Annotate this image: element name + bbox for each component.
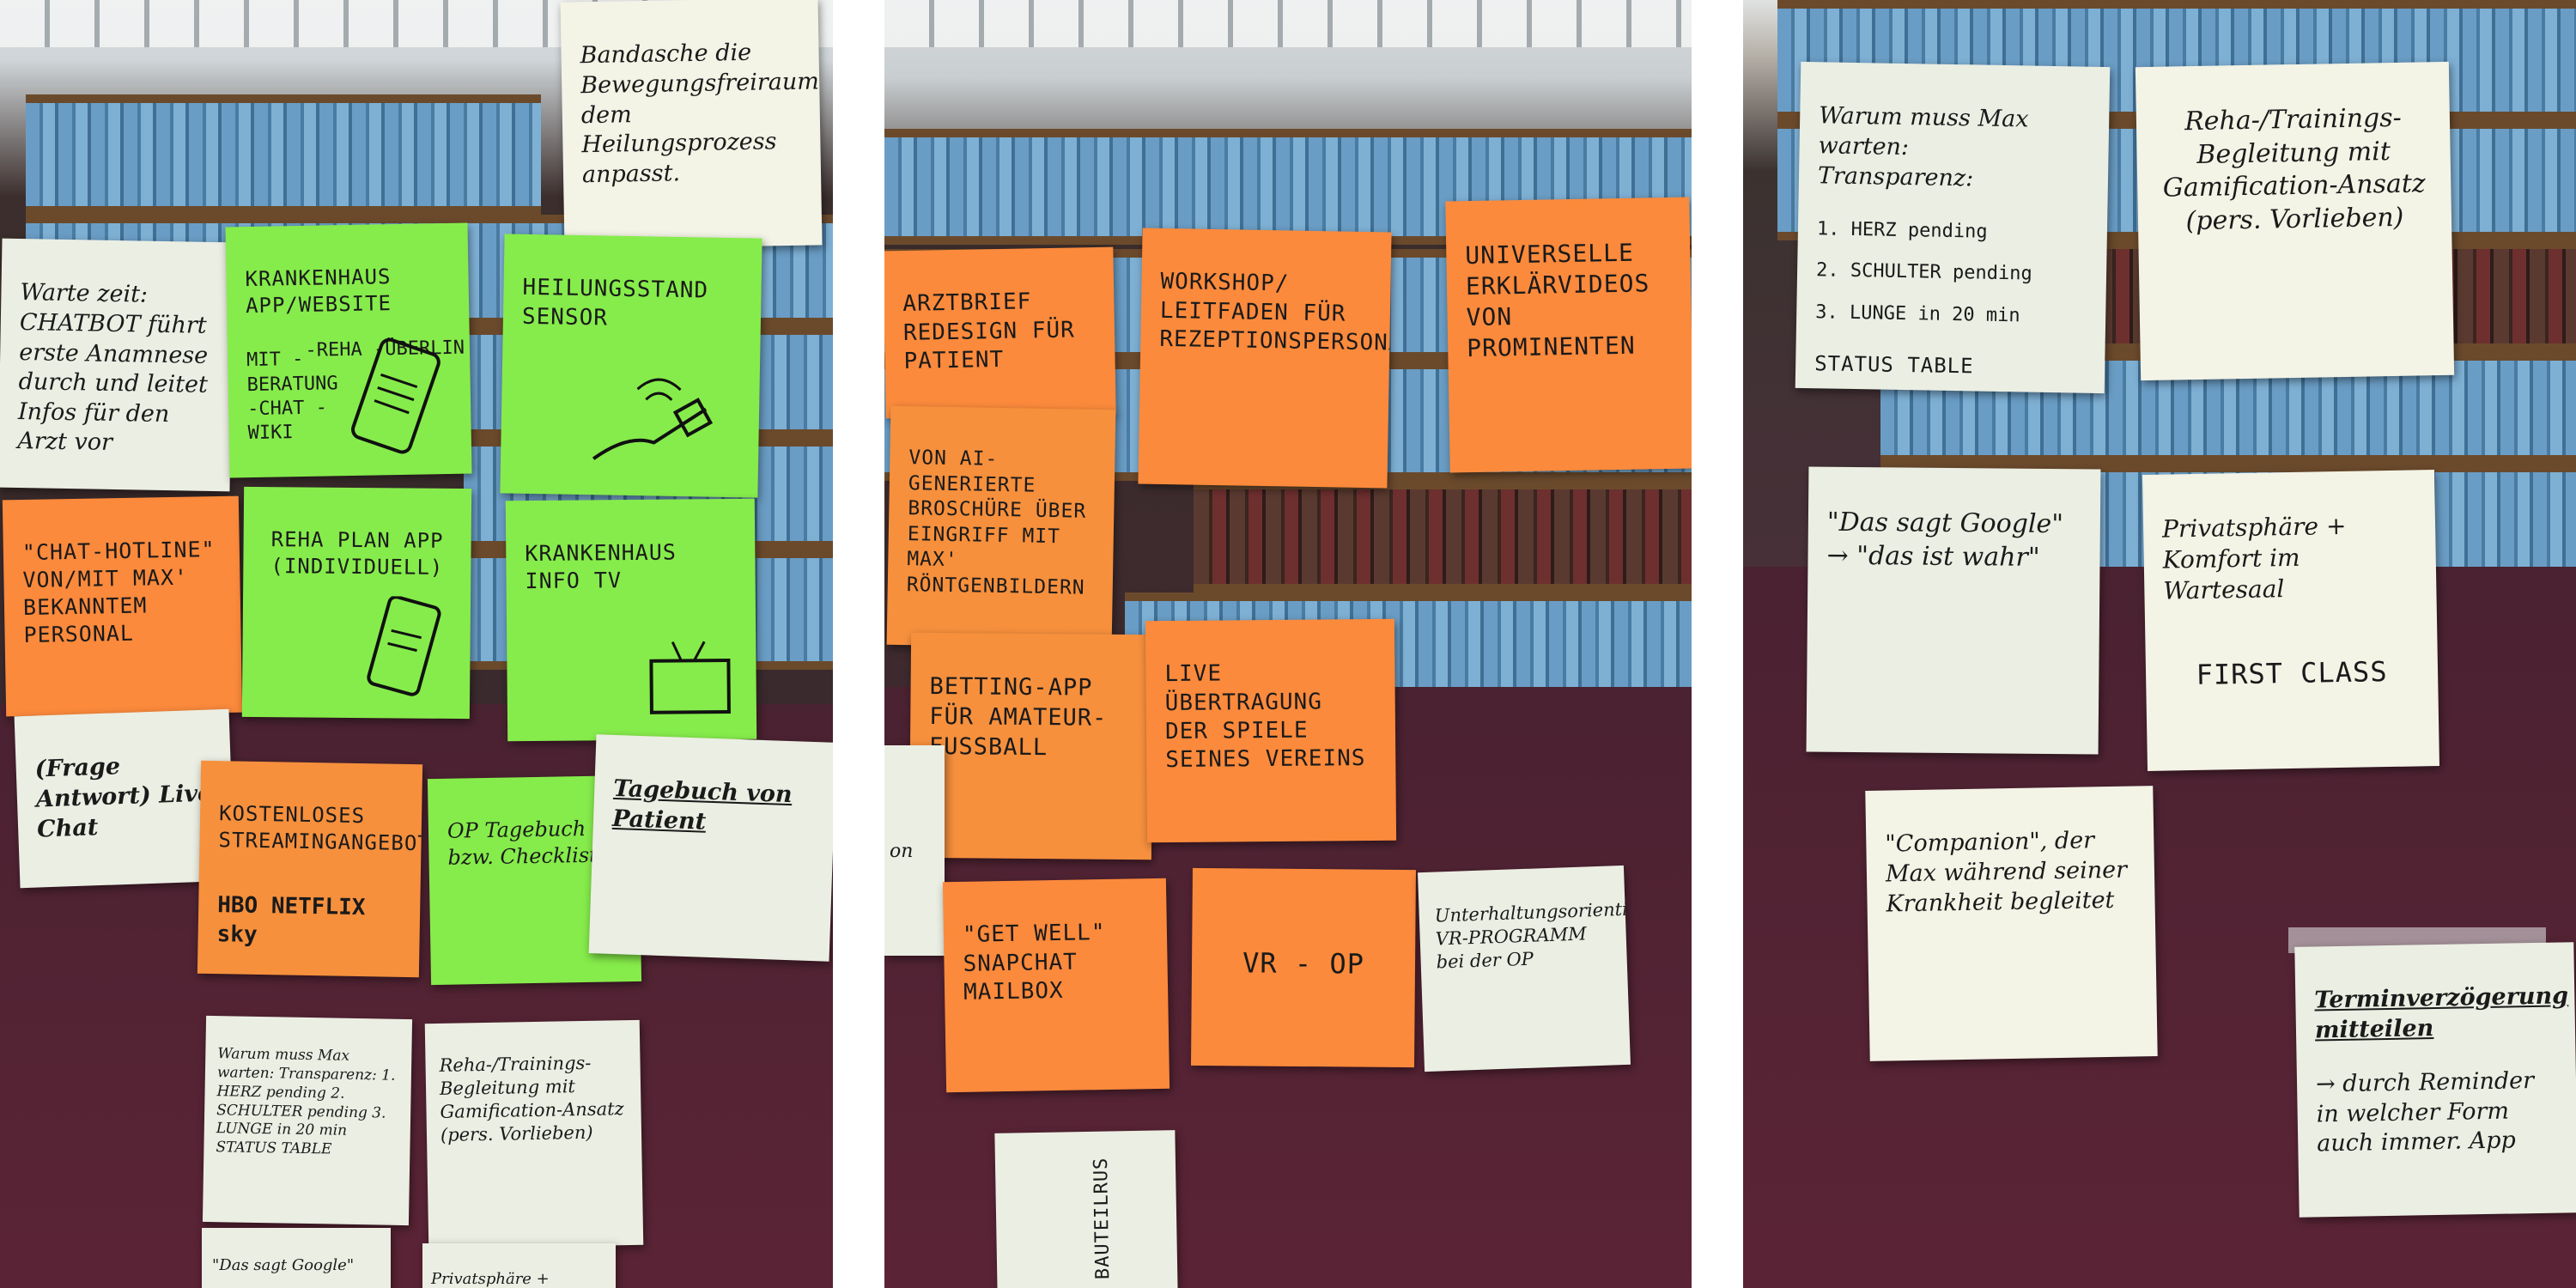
sticky-note-reha-training: Reha-/Trainings-Begleitung mit Gamificat… <box>2135 61 2455 381</box>
sticky-note-streaming: KOSTENLOSES STREAMINGANGEBOT HBO NETFLIX… <box>197 760 423 978</box>
arm-sensor-sketch-icon <box>592 378 714 460</box>
sticky-note-workshop: WORKSHOP/ LEITFADEN FÜR REZEPTIONSPERSON… <box>1138 228 1392 489</box>
note-text: Bandasche die Bewegungsfreiraum dem Heil… <box>580 39 820 188</box>
note-text: BETTING-APP FÜR AMATEUR-FUSSBALL <box>928 673 1108 761</box>
note-text: Warum muss Max warten: Transparenz: 1. H… <box>216 1045 396 1158</box>
note-text: Reha-/Trainings-Begleitung mit Gamificat… <box>2162 103 2427 236</box>
note-text: "GET WELL" SNAPCHAT MAILBOX <box>962 920 1106 1005</box>
note-text: → durch Reminder in welcher Form auch im… <box>2315 1067 2535 1157</box>
note-text: KRANKENHAUS APP/WEBSITE <box>245 264 392 319</box>
note-text: WORKSHOP/ LEITFADEN FÜR REZEPTIONSPERSON… <box>1159 269 1392 357</box>
sticky-note-privatsphaere-small: Privatsphäre + Komfort <box>422 1243 616 1288</box>
window-blinds <box>884 0 1692 47</box>
sticky-note-reha-plan: REHA PLAN APP (INDIVIDUELL) <box>241 486 472 720</box>
sticky-note-betting: BETTING-APP FÜR AMATEUR-FUSSBALL <box>908 632 1154 860</box>
photo-panel-middle: ARZTBRIEF REDESIGN FÜR PATIENT WORKSHOP/… <box>884 0 1692 1288</box>
sticky-note-heilungsstand: HEILUNGSSTAND SENSOR <box>500 234 762 498</box>
note-text: Warum muss Max warten: Transparenz: <box>1817 102 2029 191</box>
note-text: LIVE ÜBERTRAGUNG DER SPIELE SEINES VEREI… <box>1164 660 1366 774</box>
note-text: "Companion", der Max während seiner Kran… <box>1885 827 2128 918</box>
sticky-note-partial: on <box>884 745 945 956</box>
sticky-note-live-uebertragung: LIVE ÜBERTRAGUNG DER SPIELE SEINES VEREI… <box>1145 618 1397 843</box>
note-text: HBO NETFLIX sky <box>216 892 366 948</box>
note-text: "Das sagt Google" → "das ist wahr" <box>1826 507 2064 573</box>
sticky-note-status-table-small: Warum muss Max warten: Transparenz: 1. H… <box>202 1015 413 1226</box>
sticky-note-reha-training-small: Reha-/Trainings-Begleitung mit Gamificat… <box>424 1019 644 1249</box>
status-table-label: STATUS TABLE <box>1814 351 1974 379</box>
note-text: "Das sagt Google" <box>212 1256 355 1275</box>
sticky-note-vr-programm: Unterhaltungsorientiertes VR-PROGRAMM be… <box>1418 865 1631 1072</box>
note-text: on <box>890 841 914 863</box>
status-row: 2. SCHULTER pending <box>1815 259 2032 285</box>
note-text: FIRST CLASS <box>2196 655 2388 692</box>
note-text: Warte zeit: CHATBOT führt erste Anamnese… <box>17 279 209 457</box>
photo-panel-left: Bandasche die Bewegungsfreiraum dem Heil… <box>0 0 833 1288</box>
note-text: VR - OP <box>1242 946 1365 981</box>
sticky-note-krankenhaus-info-tv: KRANKENHAUS INFO TV <box>505 498 757 742</box>
note-text: KRANKENHAUS INFO TV <box>525 540 677 594</box>
note-text: Unterhaltungsorientiertes VR-PROGRAMM be… <box>1434 897 1631 973</box>
sticky-note-krankenhaus-app: KRANKENHAUS APP/WEBSITE MIT -BERATUNG -C… <box>225 222 472 478</box>
sticky-note-google: "Das sagt Google" → "das ist wahr" <box>1806 466 2101 755</box>
note-text: VON AI-GENERIERTE BROSCHÜRE ÜBER EINGRIF… <box>906 447 1087 599</box>
smartphone-sketch-icon <box>351 337 440 454</box>
sticky-note-erklaervideos: UNIVERSELLE ERKLÄRVIDEOS VON PROMINENTEN <box>1445 197 1692 473</box>
sticky-note-companion: "Companion", der Max während seiner Kran… <box>1865 786 2158 1061</box>
note-text: REHA PLAN APP (INDIVIDUELL) <box>270 527 444 580</box>
sticky-note-arztbrief: ARZTBRIEF REDESIGN FÜR PATIENT <box>884 246 1116 419</box>
sticky-note-wartezeit: Warte zeit: CHATBOT führt erste Anamnese… <box>0 238 234 492</box>
sticky-note-status-table: Warum muss Max warten: Transparenz: 1. H… <box>1795 61 2111 394</box>
note-text: KOSTENLOSES STREAMINGANGEBOT <box>218 801 423 856</box>
sticky-note-terminverzoegerung: Terminverzögerung mitteilen → durch Remi… <box>2294 942 2576 1218</box>
note-text: Privatsphäre + Komfort <box>431 1270 550 1288</box>
note-text: (Frage Antwort) Live Chat <box>34 753 213 843</box>
sticky-note-google-small: "Das sagt Google" <box>202 1228 391 1288</box>
tv-sketch-icon <box>649 641 731 714</box>
note-text: ARZTBRIEF REDESIGN FÜR PATIENT <box>902 289 1076 374</box>
status-row: 3. LUNGE in 20 min <box>1815 301 2020 327</box>
sticky-note-ai-broschuere: VON AI-GENERIERTE BROSCHÜRE ÜBER EINGRIF… <box>886 405 1116 649</box>
sticky-note-get-well: "GET WELL" SNAPCHAT MAILBOX <box>942 878 1170 1093</box>
note-text: Tagebuch von Patient <box>611 775 793 835</box>
phone-sketch-icon <box>367 596 441 696</box>
sticky-note-privatsphaere: Privatsphäre + Komfort im Wartesaal FIRS… <box>2142 470 2439 771</box>
sticky-note-tagebuch: Tagebuch von Patient <box>588 734 833 962</box>
sticky-note-vr-op: VR - OP <box>1191 867 1416 1068</box>
note-text: BAUTEILRUS <box>1090 1157 1115 1280</box>
sticky-note-bauteil: BAUTEILRUS <box>994 1130 1178 1288</box>
bookshelf-row <box>1194 481 1692 592</box>
photo-panel-right: Warum muss Max warten: Transparenz: 1. H… <box>1743 0 2576 1288</box>
note-text: Reha-/Trainings-Begleitung mit Gamificat… <box>439 1053 624 1145</box>
note-text: HEILUNGSSTAND SENSOR <box>521 275 709 331</box>
note-text: Terminverzögerung mitteilen <box>2314 982 2569 1044</box>
sticky-note-chat-hotline: "CHAT-HOTLINE" VON/MIT MAX' BEKANNTEM PE… <box>2 495 243 717</box>
note-text: UNIVERSELLE ERKLÄRVIDEOS VON PROMINENTEN <box>1465 239 1650 363</box>
note-text: Privatsphäre + Komfort im Wartesaal <box>2161 512 2347 605</box>
sticky-note-bandage: Bandasche die Bewegungsfreiraum dem Heil… <box>560 0 823 250</box>
status-row: 1. HERZ pending <box>1816 217 1988 243</box>
note-text: "CHAT-HOTLINE" VON/MIT MAX' BEKANNTEM PE… <box>21 537 216 648</box>
bookshelf-row <box>26 94 541 215</box>
